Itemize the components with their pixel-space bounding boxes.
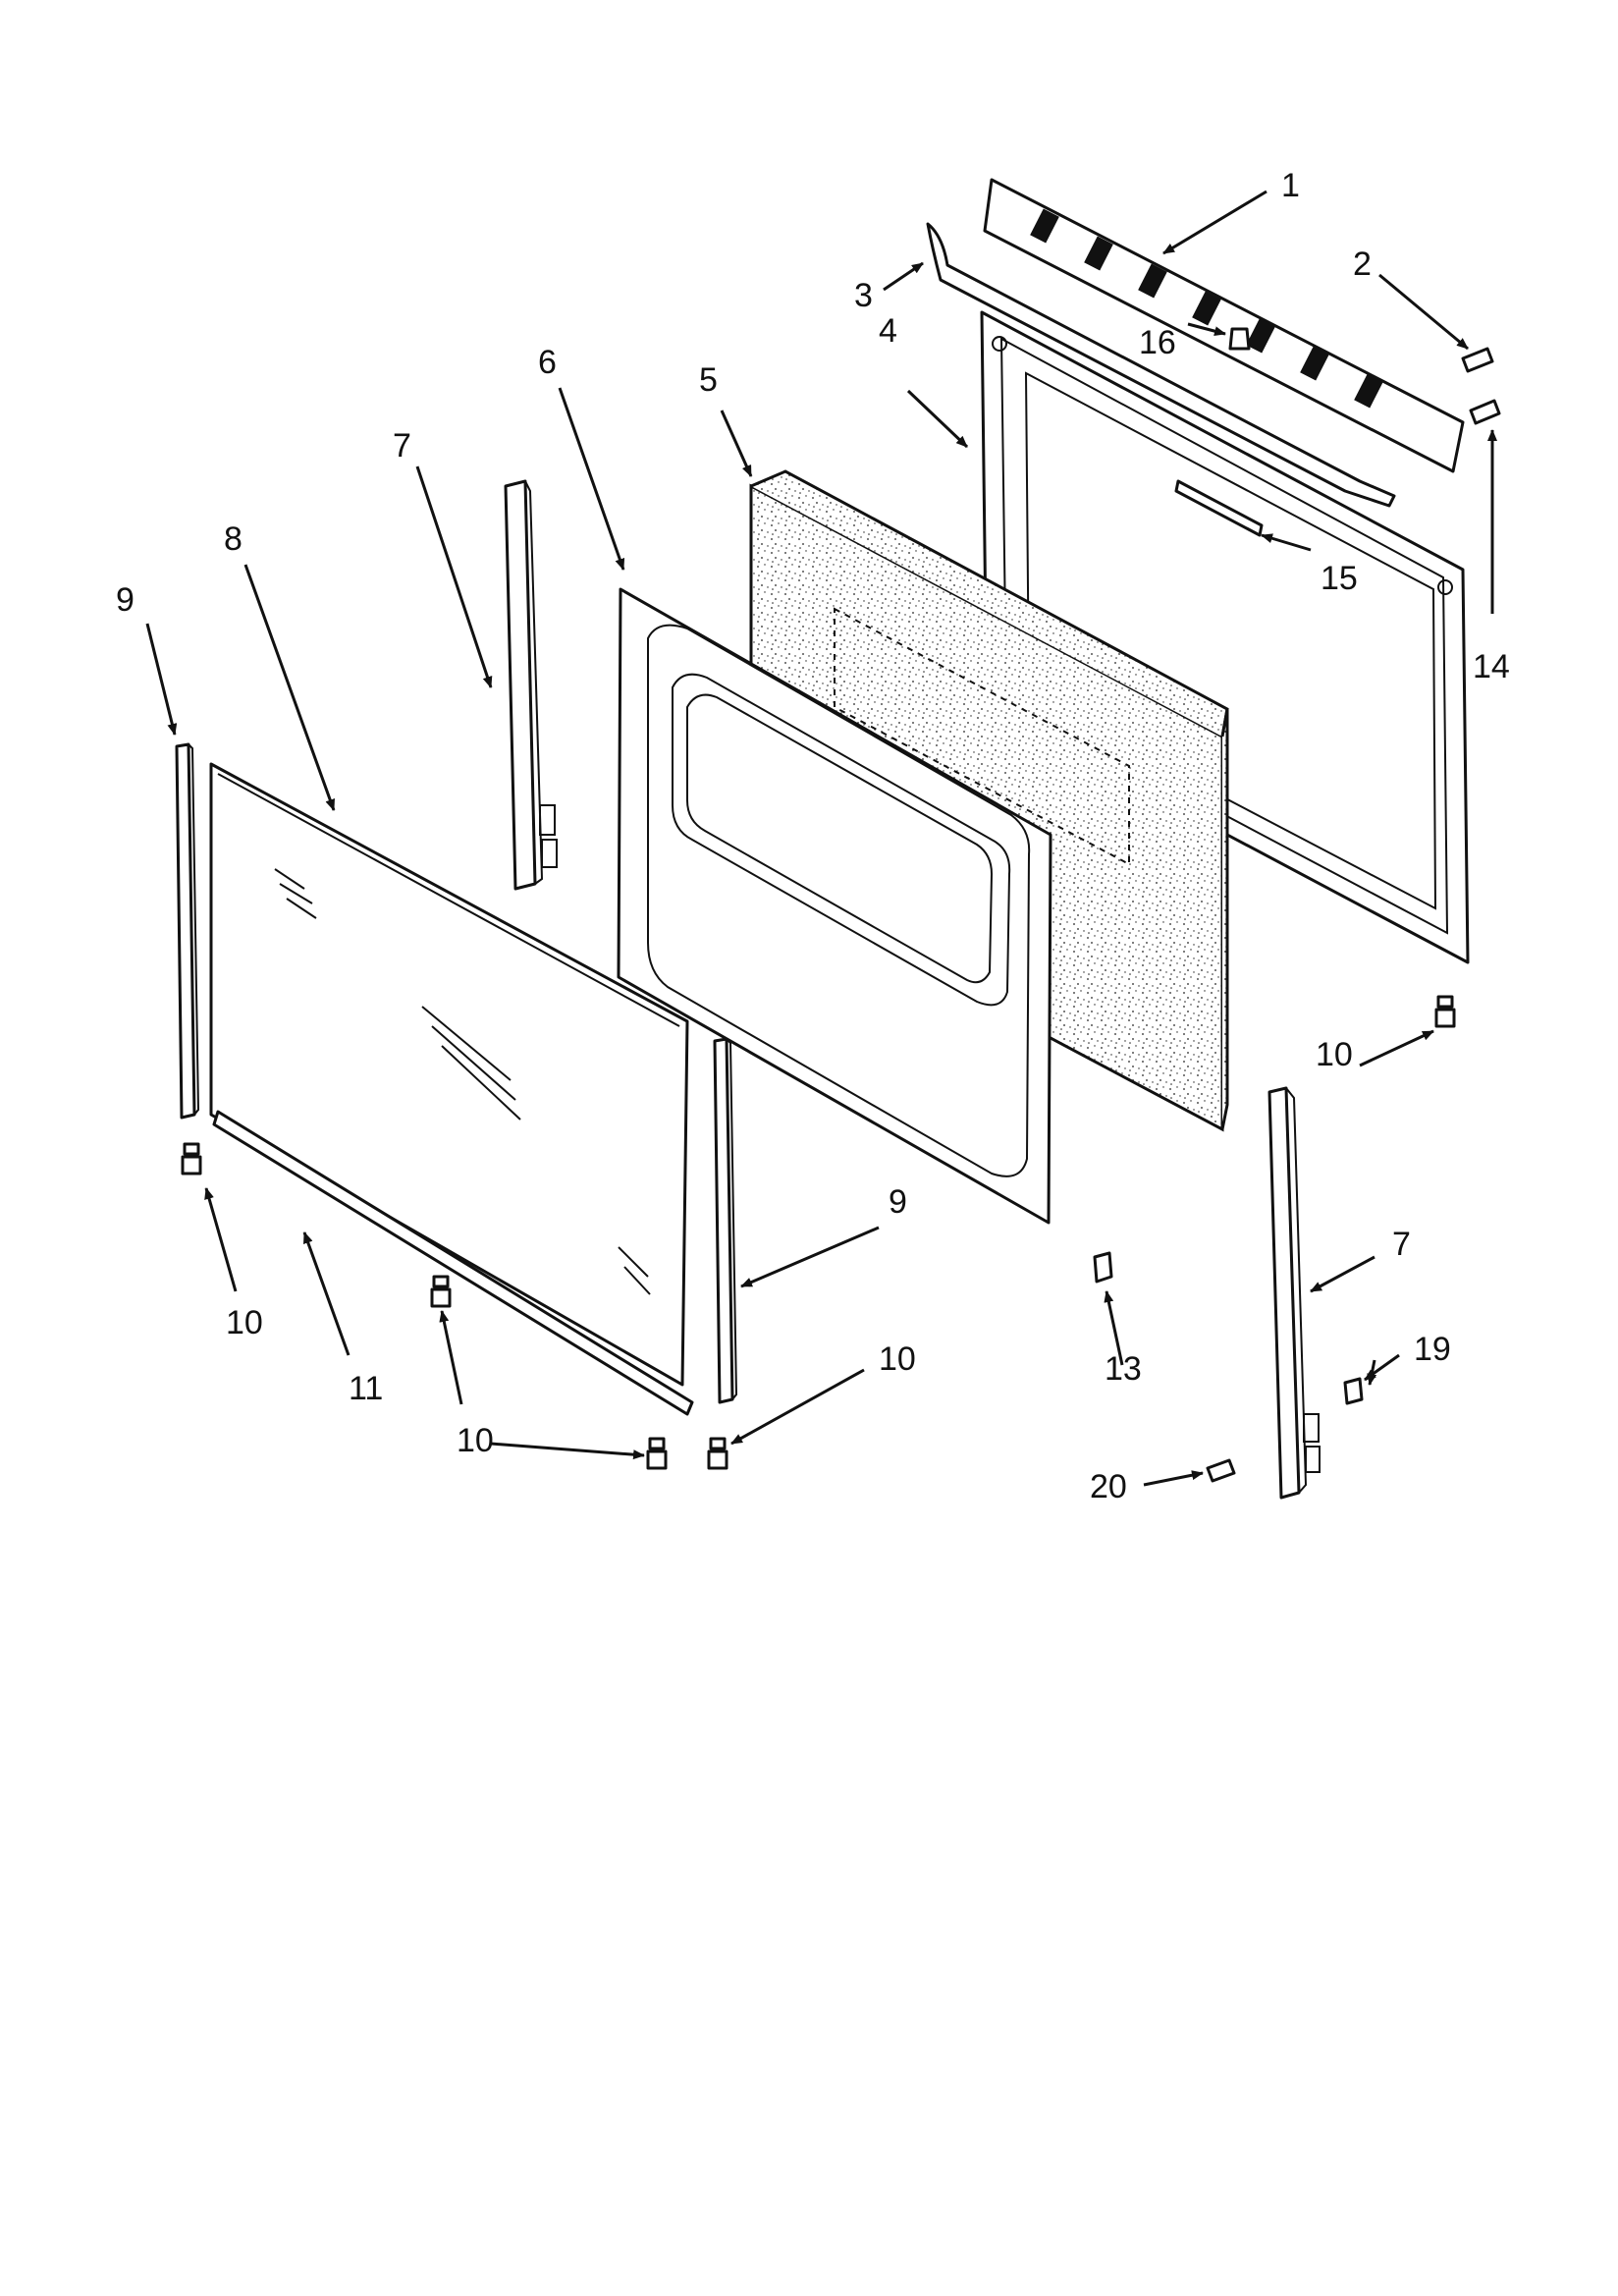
callout-8: 8 (224, 520, 243, 558)
screw-2 (1461, 347, 1494, 373)
trim-strip (926, 222, 1396, 508)
bracket-15 (1174, 479, 1264, 537)
callout-5: 5 (699, 361, 718, 399)
callout-1: 1 (1281, 167, 1300, 204)
hinge-channel-left (504, 479, 558, 891)
callout-7-right: 7 (1392, 1226, 1411, 1263)
vent-trim-bar (983, 178, 1465, 473)
side-strip-right (713, 1037, 738, 1404)
callout-20: 20 (1090, 1468, 1127, 1505)
callout-16: 16 (1139, 324, 1176, 361)
clip-13 (1093, 1251, 1113, 1284)
callout-10-bottom: 10 (457, 1422, 494, 1459)
callout-13: 13 (1105, 1350, 1142, 1388)
screw-10-b (430, 1275, 452, 1308)
screw-20 (1206, 1458, 1236, 1483)
callout-labels: 1 2 3 4 5 6 7 7 8 9 9 10 10 10 10 11 13 … (116, 167, 1510, 1505)
callout-7-left: 7 (393, 427, 411, 465)
callout-2: 2 (1353, 246, 1372, 283)
callout-10-right: 10 (1316, 1036, 1353, 1073)
screw-10-a (181, 1142, 202, 1175)
callout-6: 6 (538, 344, 557, 381)
door-liner-frame (980, 310, 1470, 964)
callout-4: 4 (879, 312, 897, 350)
screw-16 (1228, 327, 1251, 351)
callout-11: 11 (349, 1370, 383, 1407)
callout-14: 14 (1473, 648, 1510, 685)
callout-9-right: 9 (889, 1183, 907, 1221)
leader-lines (145, 190, 1497, 1487)
screw-10-d (707, 1437, 728, 1470)
bottom-trim-strip (212, 1110, 694, 1416)
clip-19 (1343, 1377, 1364, 1405)
hinge-channel-right (1267, 1086, 1321, 1500)
side-strip-left (175, 742, 200, 1120)
screw-10-e (1434, 995, 1456, 1028)
callout-3: 3 (854, 277, 873, 314)
callout-19: 19 (1414, 1331, 1451, 1368)
callout-10-center: 10 (879, 1340, 916, 1378)
inner-door-panel (617, 587, 1052, 1225)
callout-15: 15 (1321, 560, 1358, 597)
screw-14 (1469, 399, 1501, 425)
callout-9-left: 9 (116, 581, 135, 619)
screw-10-c (646, 1437, 668, 1470)
callout-10-left: 10 (226, 1304, 263, 1341)
outer-glass-panel (209, 762, 689, 1387)
